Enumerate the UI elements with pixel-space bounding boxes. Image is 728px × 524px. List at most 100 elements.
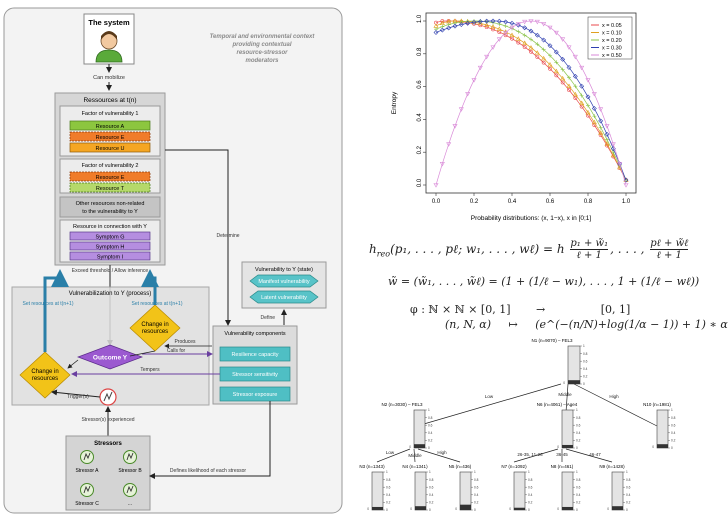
series-0-point-21 [567,88,571,92]
decision-tree: Low Middle High Low Middle High 26-35, 1… [359,338,675,512]
svg-text:0.6: 0.6 [576,485,581,489]
svg-text:0.8: 0.8 [576,478,581,482]
svg-text:1: 1 [583,344,585,348]
x-tick-5: 1.0 [622,199,631,205]
y-tick-4: 0.8 [417,47,423,56]
svg-text:0: 0 [671,446,673,450]
svg-text:0: 0 [410,507,412,511]
svg-text:Latent vulnerability: Latent vulnerability [261,295,307,301]
series-2-point-16 [535,42,540,47]
other-resources: Other resources non-related [76,201,145,207]
series-3-point-21 [566,65,572,70]
svg-text:0: 0 [509,507,511,511]
svg-text:0.2: 0.2 [428,439,433,443]
x-tick-4: 0.8 [584,199,593,205]
connection-title: Resource in connection with Y [73,224,147,230]
factor2-title: Factor of vulnerability 2 [82,163,139,169]
series-4-point-28 [610,142,616,147]
y-tick-0: 0.0 [417,178,423,187]
defines-likelihood-label: Defines likelihood of each stressor [170,468,246,474]
series-line-4 [435,20,627,186]
series-1-point-1 [439,20,445,25]
svg-text:Temporal and environmental con: Temporal and environmental context [210,34,316,40]
svg-text:0.2: 0.2 [576,501,581,505]
series-2-point-25 [592,114,597,119]
trigger-label: Trigger(s) [67,394,89,400]
svg-text:...: ... [128,501,132,507]
svg-text:0.4: 0.4 [428,431,433,435]
series-2-point-14 [522,33,527,38]
svg-text:0.8: 0.8 [386,478,391,482]
series-1-point-13 [515,36,521,41]
determine-label: Determine [216,233,239,239]
svg-text:1: 1 [576,408,578,412]
equation-3b: (n, N, α) ↦ (e^(−(n/N)+log(1/α − 1)) + 1… [445,318,728,331]
series-3-point-22 [572,73,578,79]
chart-ylabel: Entropy [391,91,398,114]
svg-text:High: High [437,450,447,455]
series-2-point-27 [605,137,609,142]
chart-series [433,18,629,188]
svg-text:0: 0 [367,507,369,511]
tree-node-n3: N3 (n=1343)10.80.60.40.200 [359,464,390,512]
series-0-point-15 [529,49,533,54]
series-3-point-15 [528,28,534,34]
svg-text:0: 0 [474,508,476,512]
series-2-point-15 [529,37,533,42]
series-0-point-13 [516,40,521,45]
series-4-point-16 [534,19,540,25]
series-1-point-19 [553,68,559,74]
series-2-point-22 [573,84,578,89]
resource-e [69,131,151,142]
tree-node-n10: N10 (n=1981)10.80.60.40.200 [643,402,675,450]
factor1-title: Factor of vulnerability 1 [82,111,139,117]
series-1-point-7 [477,20,483,26]
stressor-b-icon [123,450,137,464]
tree-edge-labels: Low Middle High Low Middle High 26-35, 1… [386,392,619,458]
svg-text:N9 (n=1428): N9 (n=1428) [599,464,625,469]
svg-text:0.4: 0.4 [386,493,391,497]
svg-text:1: 1 [428,408,430,412]
series-4-point-8 [484,54,490,60]
svg-text:0.8: 0.8 [576,416,581,420]
latent-vulnerability [249,290,319,304]
series-1-point-24 [585,109,591,115]
stressors-panel: Stressors Stressor A Stressor B Stressor… [65,435,151,511]
svg-text:0.2: 0.2 [386,501,391,505]
tree-node-fill-n3 [372,506,383,510]
svg-text:1: 1 [474,470,476,474]
series-0-point-16 [535,55,540,59]
series-2-point-19 [554,60,559,65]
svg-text:resources: resources [142,329,168,335]
set-resources-label-1: Set resources at t(n+1) [23,301,74,307]
svg-text:1: 1 [386,470,388,474]
series-3-point-18 [547,43,553,49]
tree-node-fill-n7 [514,507,525,510]
series-4-point-6 [471,78,477,83]
legend-label-1: x = 0.10 [602,31,622,37]
svg-text:1: 1 [671,408,673,412]
series-2-point-4 [459,19,464,24]
svg-text:0: 0 [428,446,430,450]
svg-text:0.8: 0.8 [429,478,434,482]
series-4-point-3 [452,124,458,129]
svg-text:Middle: Middle [408,453,422,458]
resilience-capacity [219,346,291,362]
system-node: The system [83,13,135,65]
svg-text:0.8: 0.8 [583,352,588,356]
series-0-point-18 [548,66,552,71]
x-tick-0: 0.0 [432,199,441,205]
system-title: The system [88,18,130,27]
tree-node-fill-n4 [415,506,426,510]
svg-text:0.2: 0.2 [671,439,676,443]
tree-node-n7: N7 (n=1092)10.80.60.40.200 [501,464,532,512]
svg-text:Symptom H: Symptom H [96,245,125,251]
equation-1: hreo(p₁, . . . , pℓ; w₁, . . . , wℓ) = h… [369,238,689,261]
series-3-point-3 [452,23,458,29]
svg-text:N3 (n=1343): N3 (n=1343) [359,464,385,469]
series-1-point-26 [598,130,604,135]
stressor-a-icon [80,450,94,464]
svg-text:0: 0 [386,508,388,512]
